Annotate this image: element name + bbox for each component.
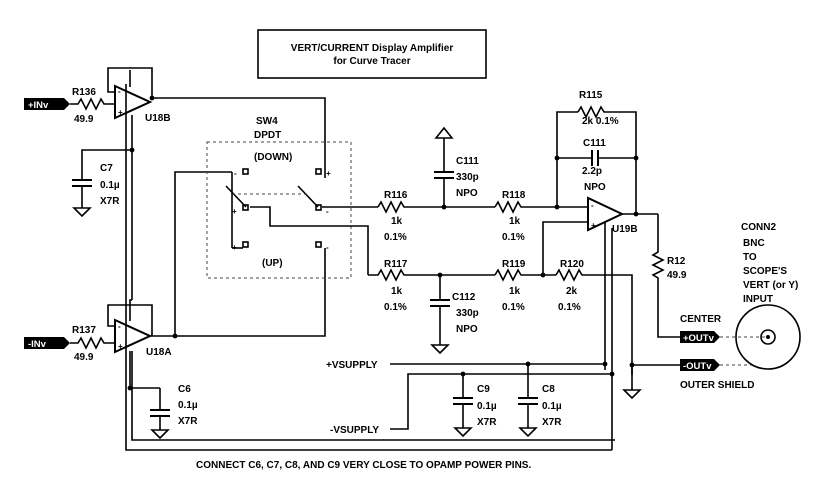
c7-type: X7R <box>100 196 120 207</box>
bnc-connector <box>735 304 801 370</box>
conn-line1: BNC <box>743 238 765 249</box>
conn-line3: SCOPE'S <box>743 266 787 277</box>
u18b-minus: - <box>118 87 121 96</box>
c111-value: 2.2p <box>582 166 602 177</box>
r116-tol: 0.1% <box>384 232 407 243</box>
opamp-u18a: - + U18A <box>114 318 172 358</box>
u19b-plus: + <box>591 221 596 230</box>
title-line1: VERT/CURRENT Display Amplifier <box>291 43 454 54</box>
r136-value: 49.9 <box>74 114 94 125</box>
r116-value: 1k <box>391 216 403 227</box>
sw4-ref: SW4 <box>256 116 278 127</box>
supply-neg: -VSUPPLY <box>330 425 379 436</box>
r120-ref: R120 <box>560 259 584 270</box>
port-out-pos-label: +OUTv <box>683 333 715 344</box>
r118-ref: R118 <box>502 190 526 201</box>
u18a-plus: + <box>118 342 123 351</box>
title-box <box>257 29 487 79</box>
conn-shield: OUTER SHIELD <box>680 380 754 391</box>
c6-value: 0.1µ <box>178 400 198 411</box>
c8-value: 0.1µ <box>542 401 562 412</box>
c8-type: X7R <box>542 417 562 428</box>
sw4-type: DPDT <box>254 130 281 141</box>
port-in-pos: +INv <box>24 98 70 111</box>
r116-ref: R116 <box>384 190 408 201</box>
conn-line4: VERT (or Y) <box>743 280 798 291</box>
sw4-box <box>206 141 352 279</box>
sw4-pin-2: + <box>232 207 237 216</box>
r118-value: 1k <box>509 216 521 227</box>
c9-ref: C9 <box>477 384 490 395</box>
u18a-label: U18A <box>146 347 172 358</box>
c6-ref: C6 <box>178 384 191 395</box>
conn-ref: CONN2 <box>741 222 776 233</box>
r119-value: 1k <box>509 286 521 297</box>
r136-ref: R136 <box>72 87 96 98</box>
r119-tol: 0.1% <box>502 302 525 313</box>
port-out-pos: +OUTv <box>680 331 720 344</box>
sw4-down: (DOWN) <box>254 152 292 163</box>
c9-value: 0.1µ <box>477 401 497 412</box>
sw4-pin-4: + <box>326 169 331 178</box>
r137-ref: R137 <box>72 325 96 336</box>
c112-value: 330p <box>456 308 479 319</box>
opamp-u18b: - + U18B <box>114 84 171 124</box>
r137-value: 49.9 <box>74 352 94 363</box>
sw4-up: (UP) <box>262 258 283 269</box>
r117-value: 1k <box>391 286 403 297</box>
r115-ref: R115 <box>579 90 603 101</box>
r12-value: 49.9 <box>667 270 687 281</box>
r120-value: 2k <box>566 286 578 297</box>
u19b-label: U19B <box>612 224 638 235</box>
c111-ref: C111 <box>583 138 606 149</box>
sw4-pin-5: - <box>326 207 329 216</box>
sw4-pin-6: - <box>326 243 329 252</box>
port-out-neg: -OUTv <box>680 359 720 372</box>
c9-type: X7R <box>477 417 497 428</box>
r118-tol: 0.1% <box>502 232 525 243</box>
c113-ref: C111 <box>456 156 479 167</box>
r12-ref: R12 <box>667 256 686 267</box>
supply-pos: +VSUPPLY <box>326 360 378 371</box>
c113-value: 330p <box>456 172 479 183</box>
c111-type: NPO <box>584 182 606 193</box>
sw4-pin-1: - <box>234 169 237 178</box>
c6-type: X7R <box>178 416 198 427</box>
r119-ref: R119 <box>502 259 526 270</box>
port-in-neg: -INv <box>24 337 70 350</box>
r117-tol: 0.1% <box>384 302 407 313</box>
c113-type: NPO <box>456 188 478 199</box>
r117-ref: R117 <box>384 259 408 270</box>
c112-type: NPO <box>456 324 478 335</box>
conn-line5: INPUT <box>743 294 773 305</box>
bottom-note: CONNECT C6, C7, C8, AND C9 VERY CLOSE TO… <box>196 460 531 471</box>
port-out-neg-label: -OUTv <box>683 361 712 372</box>
sw4-contacts: - + + + - - <box>225 168 331 252</box>
c8-ref: C8 <box>542 384 555 395</box>
u19b-minus: - <box>591 201 594 210</box>
r115-value: 2k 0.1% <box>582 116 619 127</box>
r120-tol: 0.1% <box>558 302 581 313</box>
u18a-minus: - <box>118 322 121 331</box>
c7-value: 0.1µ <box>100 180 120 191</box>
port-in-neg-label: -INv <box>28 339 47 350</box>
u18b-plus: + <box>118 108 123 117</box>
port-in-pos-label: +INv <box>28 100 49 111</box>
c7-ref: C7 <box>100 163 113 174</box>
u18b-label: U18B <box>145 113 171 124</box>
title-line2: for Curve Tracer <box>333 56 410 67</box>
c112-ref: C112 <box>452 292 476 303</box>
conn-center: CENTER <box>680 314 722 325</box>
conn-line2: TO <box>743 252 757 263</box>
